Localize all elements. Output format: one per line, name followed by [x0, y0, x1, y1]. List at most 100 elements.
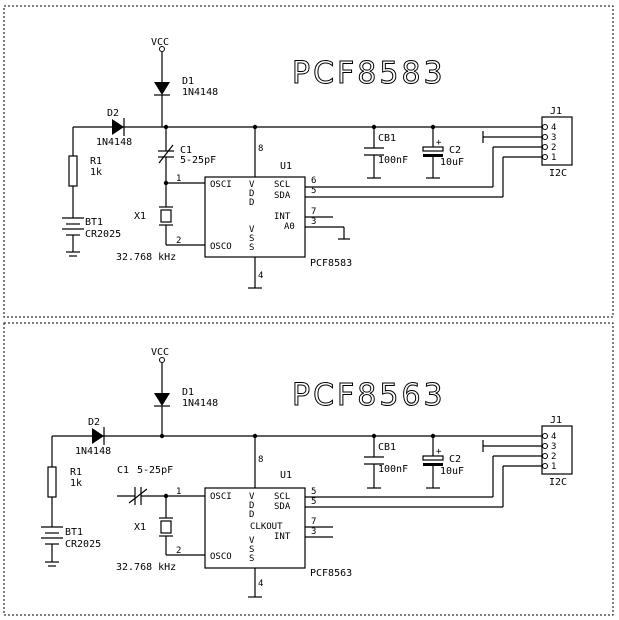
vcc-label: VCC — [151, 37, 169, 48]
x1-ref: X1 — [134, 211, 146, 222]
vdd-char: V — [249, 180, 255, 190]
x1-freq: 32.768 kHz — [116, 562, 176, 573]
resistor-r1 — [68, 155, 78, 187]
vss-char: V — [249, 225, 255, 235]
pin-number: 3 — [311, 217, 316, 227]
pin-a0: A0 — [284, 222, 295, 232]
u1-part: PCF8563 — [310, 568, 352, 579]
j1-pin: 2 — [551, 452, 556, 462]
c2-value: 10uF — [440, 157, 464, 168]
u1-ref: U1 — [280, 470, 292, 481]
crystal-x1 — [159, 183, 173, 245]
d1-part: 1N4148 — [182, 398, 218, 409]
bt1-part: CR2025 — [85, 229, 121, 240]
vcc-label: VCC — [151, 347, 169, 358]
r1-value: 1k — [70, 478, 82, 489]
pin-number: 5 — [311, 186, 316, 196]
d2-ref: D2 — [107, 108, 119, 119]
pin-scl: SCL — [274, 180, 290, 190]
pin-number: 7 — [311, 207, 316, 217]
vss-char: S — [249, 243, 254, 253]
pin-number: 6 — [311, 176, 316, 186]
pin-osco: OSCO — [210, 242, 232, 252]
vcc-terminal — [159, 46, 165, 52]
j1-pin: 4 — [551, 123, 556, 133]
pin-number: 3 — [311, 527, 316, 537]
vss-char: V — [249, 536, 255, 546]
panel-frame — [3, 5, 614, 318]
pin-number: 8 — [258, 144, 263, 154]
j1-label: I2C — [549, 477, 567, 488]
diode-d2 — [92, 427, 105, 445]
d2-ref: D2 — [88, 417, 100, 428]
cb1-value: 100nF — [378, 464, 408, 475]
pin-number: 1 — [176, 174, 181, 184]
panel-pcf8583: PCF8583 VCC D1 1N4148 D2 1N4148 R1 1k — [3, 5, 614, 318]
d2-part: 1N4148 — [96, 137, 132, 148]
trimmer-c1 — [117, 487, 205, 505]
j1-pin: 1 — [551, 153, 556, 163]
bt1-ref: BT1 — [65, 527, 83, 538]
j1-ref: J1 — [550, 106, 562, 117]
r1-ref: R1 — [90, 156, 102, 167]
pin-sda: SDA — [274, 502, 291, 512]
j1-pin: 3 — [551, 442, 556, 452]
panel-pcf8563: PCF8563 VCC D1 1N4148 D2 1N4148 R1 1k — [3, 322, 614, 616]
ic-u1 — [204, 487, 306, 569]
vdd-char: D — [249, 198, 254, 208]
c1-value: 5-25pF — [137, 465, 173, 476]
c1-value: 5-25pF — [180, 155, 216, 166]
crystal-x1 — [159, 496, 173, 555]
battery-bt1 — [62, 217, 84, 257]
pin-scl: SCL — [274, 492, 290, 502]
pin-osci: OSCI — [210, 492, 232, 502]
x1-ref: X1 — [134, 522, 146, 533]
pin-number: 4 — [258, 579, 263, 589]
pin-number: 4 — [258, 271, 263, 281]
bt1-ref: BT1 — [85, 217, 103, 228]
d1-ref: D1 — [182, 76, 194, 87]
d1-ref: D1 — [182, 387, 194, 398]
d1-part: 1N4148 — [182, 87, 218, 98]
pin-sda: SDA — [274, 191, 291, 201]
c2-ref: C2 — [449, 454, 461, 465]
c2-plus: + — [436, 138, 442, 148]
vdd-char: D — [249, 510, 254, 520]
d2-part: 1N4148 — [75, 446, 111, 457]
vss-char: S — [249, 545, 254, 555]
vss-char: S — [249, 234, 254, 244]
r1-value: 1k — [90, 167, 102, 178]
c2-value: 10uF — [440, 466, 464, 477]
pin-number: 5 — [311, 487, 316, 497]
j1-pin: 4 — [551, 432, 556, 442]
pin-number: 2 — [176, 546, 181, 556]
bt1-part: CR2025 — [65, 539, 101, 550]
j1-ref: J1 — [550, 415, 562, 426]
pin-osco: OSCO — [210, 552, 232, 562]
panel-title: PCF8563 — [292, 378, 446, 413]
c1-ref: C1 — [117, 465, 129, 476]
pin-number: 7 — [311, 517, 316, 527]
u1-part: PCF8583 — [310, 258, 352, 269]
pin-int: INT — [274, 212, 291, 222]
cb1-value: 100nF — [378, 155, 408, 166]
resistor-r1 — [47, 466, 57, 498]
r1-ref: R1 — [70, 467, 82, 478]
u1-ref: U1 — [280, 161, 292, 172]
c1-ref: C1 — [180, 145, 192, 156]
vdd-char: D — [249, 501, 254, 511]
pin-number: 1 — [176, 487, 181, 497]
pin-clkout: CLKOUT — [250, 522, 283, 532]
panel-title: PCF8583 — [292, 56, 446, 91]
j1-label: I2C — [549, 168, 567, 179]
x1-freq: 32.768 kHz — [116, 252, 176, 263]
j1-pin: 3 — [551, 133, 556, 143]
battery-bt1 — [41, 526, 63, 567]
capacitor-cb1 — [364, 456, 384, 465]
vcc-terminal — [159, 357, 165, 363]
c2-plus: + — [436, 447, 442, 457]
capacitor-c2 — [422, 146, 444, 157]
diode-d1 — [154, 82, 170, 96]
diode-d1 — [154, 393, 170, 407]
